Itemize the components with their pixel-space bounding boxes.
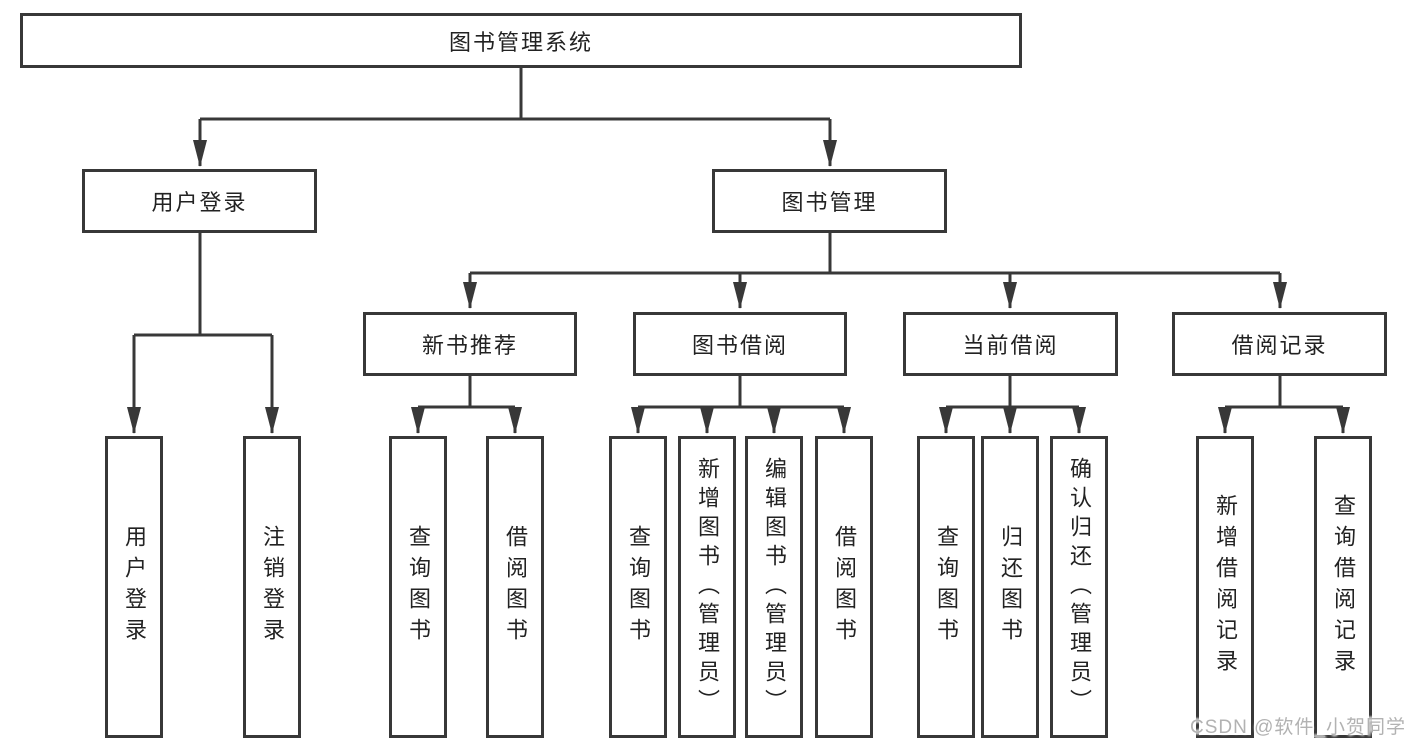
leaf-logout: 注销登录 <box>243 436 301 738</box>
arrowhead <box>939 407 953 434</box>
node-borrowing-records: 借阅记录 <box>1172 312 1387 376</box>
leaf-edit-books-admin: 编辑图书（管理员） <box>745 436 803 738</box>
arrowhead <box>823 140 837 167</box>
leaf-query-books-borrowing: 查询图书 <box>609 436 667 738</box>
arrowhead <box>1072 407 1086 434</box>
arrowhead <box>127 407 141 434</box>
arrowhead <box>733 282 747 309</box>
arrowhead <box>837 407 851 434</box>
leaf-query-borrow-record: 查询借阅记录 <box>1314 436 1372 738</box>
arrowhead <box>265 407 279 434</box>
arrowhead <box>1336 407 1350 434</box>
node-library-management-system: 图书管理系统 <box>20 13 1022 68</box>
node-new-book-recommendation: 新书推荐 <box>363 312 577 376</box>
leaf-borrow-books: 借阅图书 <box>815 436 873 738</box>
arrowhead <box>700 407 714 434</box>
leaf-return-books: 归还图书 <box>981 436 1039 738</box>
leaf-add-books-admin: 新增图书（管理员） <box>678 436 736 738</box>
arrowhead <box>508 407 522 434</box>
leaf-query-books-current: 查询图书 <box>917 436 975 738</box>
arrowhead <box>1003 282 1017 309</box>
csdn-watermark: CSDN @软件_小贺同学 <box>1190 717 1405 738</box>
leaf-add-borrow-record: 新增借阅记录 <box>1196 436 1254 738</box>
arrowhead <box>463 282 477 309</box>
arrowhead <box>1218 407 1232 434</box>
leaf-user-login: 用户登录 <box>105 436 163 738</box>
leaf-query-books-recommend: 查询图书 <box>389 436 447 738</box>
leaf-borrow-books-recommend: 借阅图书 <box>486 436 544 738</box>
arrowhead <box>1273 282 1287 309</box>
arrowhead <box>193 140 207 167</box>
node-user-login: 用户登录 <box>82 169 317 233</box>
node-book-management: 图书管理 <box>712 169 947 233</box>
node-current-borrowing: 当前借阅 <box>903 312 1118 376</box>
arrowhead <box>631 407 645 434</box>
arrowhead <box>411 407 425 434</box>
arrowhead <box>1003 407 1017 434</box>
arrowhead <box>767 407 781 434</box>
node-book-borrowing: 图书借阅 <box>633 312 847 376</box>
leaf-confirm-return-admin: 确认归还（管理员） <box>1050 436 1108 738</box>
